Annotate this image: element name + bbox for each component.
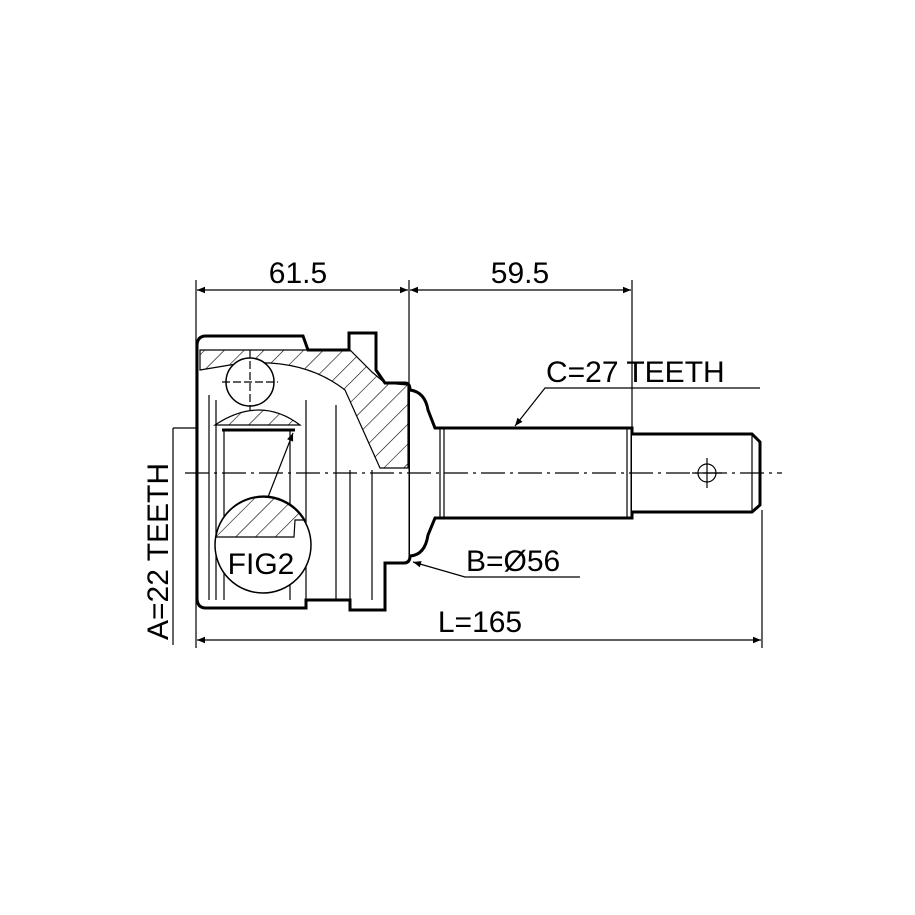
outer-spline-label: C=27 TEETH	[546, 356, 725, 389]
fig2-label: FIG2	[228, 548, 295, 581]
fig2-detail	[214, 432, 312, 594]
total-length-label: L=165	[438, 606, 522, 639]
dim-61-5-label: 61.5	[269, 257, 327, 290]
inner-spline-label: A=22 TEETH	[142, 463, 175, 640]
leader-seal-diameter	[412, 561, 580, 578]
dim-59-5-label: 59.5	[491, 257, 549, 290]
leader-outer-spline	[514, 387, 760, 427]
seal-diameter-label: B=Ø56	[466, 545, 560, 578]
